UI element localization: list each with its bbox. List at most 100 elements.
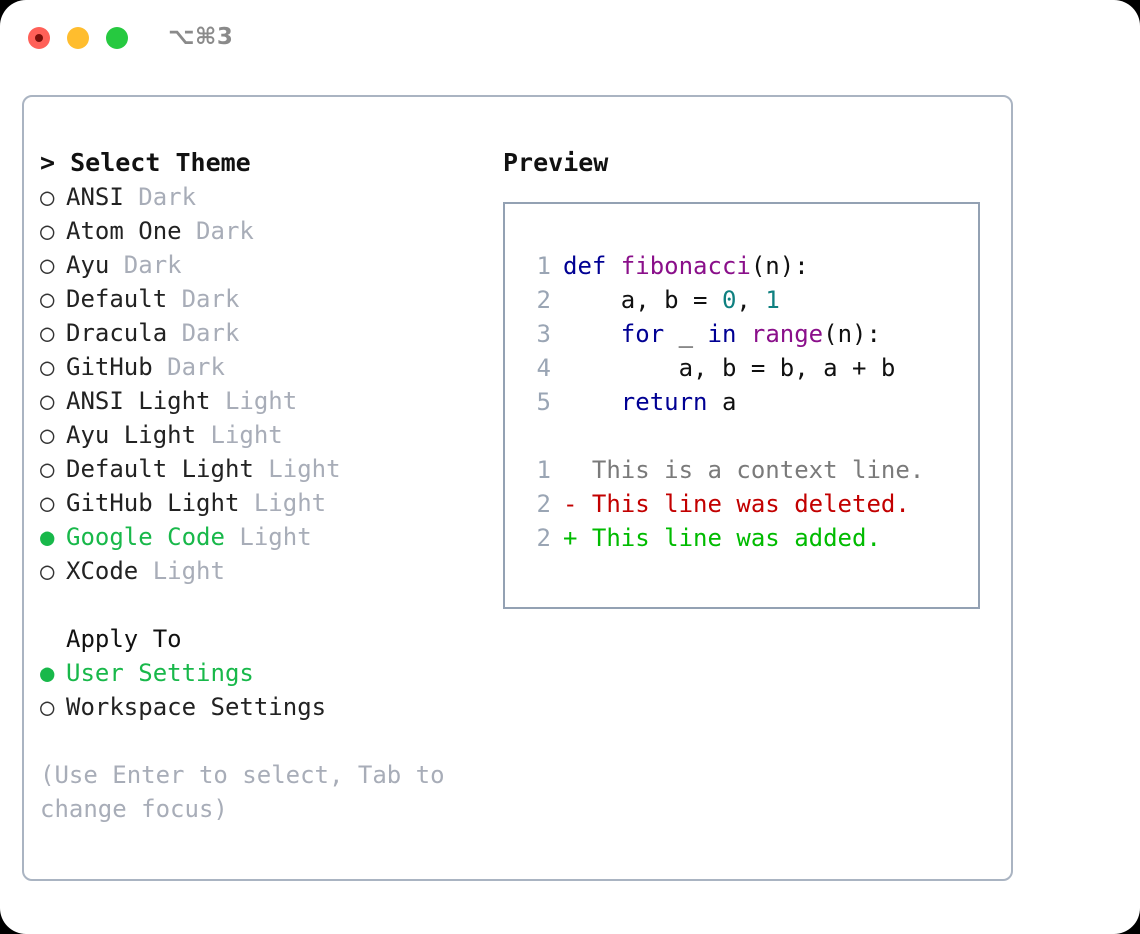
theme-option-ayu[interactable]: ○Ayu Dark — [40, 248, 490, 282]
code-token-plain: , — [736, 286, 766, 314]
radio-selected-icon[interactable]: ● — [40, 659, 55, 687]
close-window-icon[interactable] — [28, 27, 50, 49]
radio-unselected-icon[interactable]: ○ — [40, 387, 55, 415]
apply-to-section: Apply To ●User Settings○Workspace Settin… — [40, 622, 490, 724]
theme-option-github-light[interactable]: ○ GitHub Light Light — [40, 486, 490, 520]
code-token-fn: fibonacci — [620, 252, 751, 280]
theme-option-category: Dark — [152, 353, 225, 381]
code-token-plain — [563, 320, 621, 348]
theme-option-name: GitHub — [66, 353, 153, 381]
code-token-plain: a, b = b, a + b — [563, 354, 896, 382]
select-theme-header: > Select Theme — [40, 148, 251, 177]
apply-to-option-name: User Settings — [66, 659, 254, 687]
radio-unselected-icon[interactable]: ○ — [40, 251, 55, 279]
line-number: 1 — [536, 456, 551, 484]
theme-option-name: Default — [66, 285, 168, 313]
maximize-window-icon[interactable] — [106, 27, 128, 49]
theme-option-name: Ayu Light — [66, 421, 197, 449]
theme-option-name: XCode — [66, 557, 139, 585]
keyboard-shortcut-label: ⌥⌘3 — [168, 24, 234, 50]
theme-option-default-light[interactable]: ○Default Light Light — [40, 452, 490, 486]
apply-to-option-list: ● User Settings ○ Workspace Settings — [40, 656, 490, 724]
code-token-plain: _ — [664, 320, 708, 348]
theme-option-category: Light — [196, 421, 283, 449]
diff-text: This line was deleted. — [591, 490, 910, 518]
radio-unselected-icon[interactable]: ○ — [40, 285, 55, 313]
theme-option-dracula[interactable]: ○ Dracula Dark — [40, 316, 490, 350]
radio-unselected-icon[interactable]: ○ — [40, 217, 55, 245]
diff-line: 2- This line was deleted. — [523, 487, 972, 521]
code-token-plain — [736, 320, 750, 348]
code-token-kw: return — [620, 388, 708, 416]
diff-text: This line was added. — [591, 524, 881, 552]
code-token-plain: (n): — [750, 252, 809, 280]
line-number: 3 — [536, 320, 551, 348]
diff-text: This is a context line. — [591, 456, 925, 484]
theme-option-list: ○ANSI Dark○Atom One Dark○Ayu Dark○Defaul… — [40, 180, 490, 588]
theme-option-name: Atom One — [66, 217, 182, 245]
radio-unselected-icon[interactable]: ○ — [40, 319, 55, 347]
code-line: 1 def fibonacci(n): — [523, 249, 972, 283]
theme-option-ansi[interactable]: ○ANSI Dark — [40, 180, 490, 214]
theme-option-category: Light — [138, 557, 225, 585]
code-token-plain — [563, 388, 621, 416]
minimize-window-icon[interactable] — [67, 27, 89, 49]
title-bar: ⌥⌘3 — [0, 0, 1140, 78]
radio-unselected-icon[interactable]: ○ — [40, 183, 55, 211]
radio-unselected-icon[interactable]: ○ — [40, 353, 55, 381]
theme-option-category: Light — [210, 387, 298, 415]
radio-unselected-icon[interactable]: ○ — [40, 421, 55, 449]
radio-unselected-icon[interactable]: ○ — [40, 455, 55, 483]
theme-option-name: GitHub Light — [66, 489, 240, 517]
theme-option-category: Light — [239, 489, 327, 517]
line-number: 2 — [536, 490, 551, 518]
theme-option-category: Light — [224, 523, 312, 551]
line-number: 1 — [536, 252, 551, 280]
diff-marker — [563, 456, 592, 484]
theme-option-name: ANSI Light — [66, 387, 211, 415]
code-line: 4 a, b = b, a + b — [523, 351, 972, 385]
diff-sample-lines: 1 This is a context line.2- This line wa… — [523, 453, 972, 555]
theme-option-name: Dracula — [66, 319, 168, 347]
radio-unselected-icon[interactable]: ○ — [40, 557, 55, 585]
diff-line: 1 This is a context line. — [523, 453, 972, 487]
apply-to-option-user-settings[interactable]: ● User Settings — [40, 656, 490, 690]
code-token-num: 1 — [765, 286, 780, 314]
theme-option-name: Google Code — [66, 523, 225, 551]
code-token-plain: a, b = — [563, 286, 722, 314]
line-number: 2 — [536, 524, 551, 552]
theme-option-atom-one[interactable]: ○Atom One Dark — [40, 214, 490, 248]
apply-to-option-name: Workspace Settings — [66, 693, 327, 721]
radio-unselected-icon[interactable]: ○ — [40, 489, 55, 517]
radio-selected-icon[interactable]: ● — [40, 523, 55, 551]
theme-option-google-code[interactable]: ● Google Code Light — [40, 520, 490, 554]
code-token-plain: (n): — [823, 320, 881, 348]
diff-marker: + — [563, 524, 592, 552]
theme-option-xcode[interactable]: ○ XCode Light — [40, 554, 490, 588]
code-token-kw: def — [563, 252, 621, 280]
diff-marker: - — [563, 490, 592, 518]
code-line: 5 return a — [523, 385, 972, 419]
theme-option-category: Dark — [167, 319, 240, 347]
code-token-kw: in — [707, 320, 737, 348]
code-line: 3 for _ in range(n): — [523, 317, 972, 351]
theme-option-github[interactable]: ○ GitHub Dark — [40, 350, 490, 384]
radio-unselected-icon[interactable]: ○ — [40, 693, 55, 721]
keyboard-hint-text: (Use Enter to select, Tab to change focu… — [40, 761, 445, 823]
line-number: 4 — [536, 354, 551, 382]
theme-picker-column: > Select Theme ○ANSI Dark○Atom One Dark○… — [40, 146, 490, 826]
code-token-fn: range — [750, 320, 824, 348]
theme-option-category: Dark — [109, 251, 182, 279]
theme-option-ansi-light[interactable]: ○ ANSI Light Light — [40, 384, 490, 418]
apply-to-option-workspace-settings[interactable]: ○ Workspace Settings — [40, 690, 490, 724]
theme-option-category: Dark — [167, 285, 240, 313]
theme-option-ayu-light[interactable]: ○ Ayu Light Light — [40, 418, 490, 452]
theme-option-category: Light — [253, 455, 341, 483]
theme-option-name: ANSI — [66, 183, 124, 211]
theme-option-default[interactable]: ○ Default Dark — [40, 282, 490, 316]
